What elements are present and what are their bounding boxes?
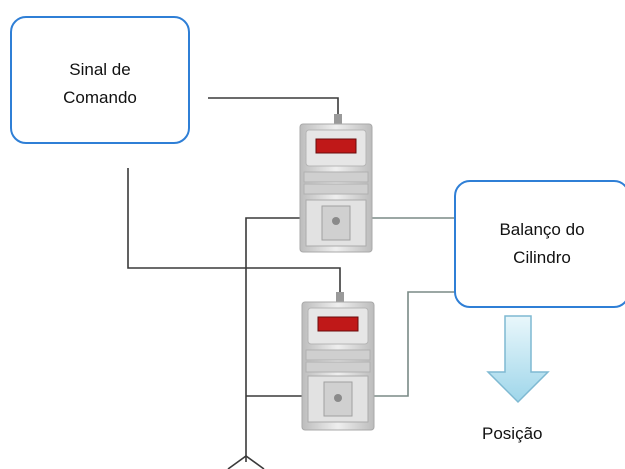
lower-device-display [317, 316, 359, 332]
wire-upper-device-left-to-bottom [245, 217, 306, 462]
upper-device [299, 114, 373, 253]
down-arrow-icon [486, 315, 550, 404]
command-signal-label: Sinal de Comando [63, 60, 137, 107]
wire-command-to-lower-device [127, 168, 341, 296]
lower-device [301, 292, 375, 431]
command-signal-box: Sinal de Comando [10, 16, 190, 144]
wire-lower-device-to-balance [372, 291, 456, 397]
position-label: Posição [482, 424, 543, 443]
cylinder-balance-box: Balanço do Cilindro [454, 180, 625, 308]
upper-device-display [315, 138, 357, 154]
wire-bottom-peak [227, 455, 265, 469]
wire-command-to-upper-device [208, 97, 339, 124]
wires [127, 97, 456, 469]
cylinder-balance-label: Balanço do Cilindro [499, 220, 585, 267]
